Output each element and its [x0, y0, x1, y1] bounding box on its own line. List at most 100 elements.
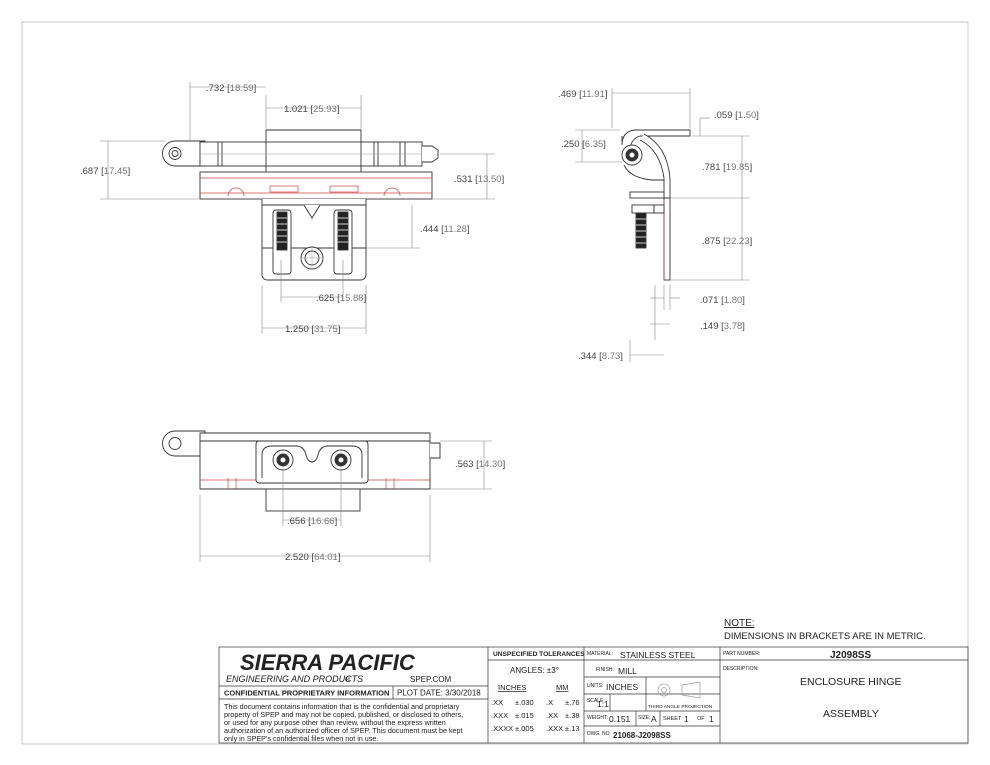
- company-website: SPEP.COM: [410, 675, 452, 684]
- dimension-inches: .344: [578, 351, 597, 362]
- bottom-view-dimension-labels: .563 [14.30] .656 [16.66] 2.520 [64.01]: [285, 459, 505, 563]
- top-view-dimension-labels: .732 [18.59] 1.021 [25.93] .687 [17.45] …: [80, 83, 504, 335]
- dimension-inches: .563: [455, 459, 474, 470]
- side-view: [621, 129, 691, 281]
- material-label: MATERIAL:: [587, 651, 613, 657]
- bottom-view-dimension-lines: [199, 440, 492, 562]
- scale-value: 1:1: [597, 699, 609, 709]
- sheet-value: 1: [684, 714, 689, 724]
- description-label: DESCRIPTION:: [723, 666, 759, 672]
- dimension-label: .875 [22.23]: [702, 236, 752, 247]
- dimension-label: .444 [11.28]: [420, 224, 470, 235]
- confidential-heading: CONFIDENTIAL PROPRIETARY INFORMATION: [224, 689, 389, 698]
- side-view-dimension-lines: [575, 88, 750, 362]
- confidential-line: authorization of an authorized officer o…: [224, 726, 463, 735]
- dimension-mm: 19.85: [726, 162, 750, 173]
- dimension-mm: 11.28: [444, 224, 467, 235]
- dimension-label: .687 [17.45]: [80, 166, 130, 177]
- units-value: INCHES: [606, 682, 638, 692]
- units-label: UNITS:: [587, 683, 603, 689]
- dimension-mm: 1.50: [738, 110, 757, 121]
- tolerance-row: .XXXX±.005.XXX±.13: [491, 724, 580, 733]
- dimension-mm: 22.23: [726, 236, 750, 247]
- dimension-inches: .656: [287, 516, 306, 527]
- sheet-total: 1: [709, 714, 714, 724]
- finish-label: FINISH:: [596, 667, 614, 673]
- dimension-inches: .444: [420, 224, 439, 235]
- dimension-mm: 16.66: [311, 516, 335, 527]
- top-view-dimension-lines: [100, 82, 495, 334]
- size-label: SIZE:: [638, 715, 651, 721]
- dwg-label: DWG. NO.: [587, 731, 611, 737]
- dimension-mm: 17.45: [104, 166, 128, 177]
- projection-label: THIRD ANGLE PROJECTION: [648, 704, 713, 710]
- dimension-inches: .531: [454, 174, 473, 185]
- top-view-eyelet: [162, 140, 206, 167]
- dimension-mm: 3.78: [724, 321, 743, 332]
- of-label: OF: [697, 716, 705, 722]
- weight-value: 0.151: [609, 714, 631, 724]
- title-block: [218, 646, 969, 744]
- confidential-line: property of SPEP and may not be copied, …: [224, 710, 463, 719]
- dimension-label: 1.021 [25.93]: [284, 104, 339, 115]
- dimension-mm: 14.30: [479, 459, 503, 470]
- confidential-line: only in SPEP's confidential files when n…: [224, 734, 378, 743]
- plot-date: PLOT DATE: 3/30/2018: [397, 689, 481, 698]
- dimension-inches: .732: [206, 83, 225, 94]
- dimension-label: .656 [16.66]: [287, 516, 337, 527]
- dimension-label: .344 [8.73]: [578, 351, 623, 362]
- dimension-mm: 11.91: [582, 89, 605, 100]
- dimension-label: .469 [11.91]: [558, 89, 608, 100]
- dwg-number: 21068-J2098SS: [613, 731, 671, 740]
- dimension-inches: 1.250: [285, 324, 309, 335]
- top-view-screw-left: [276, 211, 288, 251]
- dimension-label: .531 [13.50]: [454, 174, 504, 185]
- dimension-mm: 13.50: [478, 174, 502, 185]
- dimension-label: 1.250 [31.75]: [285, 324, 340, 335]
- material-value: STAINLESS STEEL: [620, 650, 696, 660]
- dimension-label: .059 [1.50]: [714, 110, 759, 121]
- tolerances-mm-label: MM: [556, 683, 569, 692]
- confidential-line: or used for any purpose other than revie…: [224, 718, 446, 727]
- dimension-mm: 25.93: [313, 104, 337, 115]
- dimension-label: .149 [3.78]: [700, 321, 745, 332]
- dimension-mm: 31.75: [314, 324, 338, 335]
- top-view: [162, 129, 439, 281]
- side-view-screw: [631, 204, 655, 249]
- tolerance-row: .XX±.030.X±.76: [491, 698, 580, 707]
- side-view-dimension-labels: .469 [11.91] .059 [1.50] .250 [6.35] .78…: [558, 89, 759, 362]
- dimension-inches: .250: [561, 139, 580, 150]
- note: NOTE: DIMENSIONS IN BRACKETS ARE IN METR…: [724, 618, 926, 642]
- dimension-inches: .687: [80, 166, 99, 177]
- scale-label: SCALE:: [587, 698, 605, 704]
- dimension-label: .781 [19.85]: [702, 162, 752, 173]
- dimension-label: .250 [6.35]: [561, 139, 606, 150]
- description-line-2: ASSEMBLY: [823, 708, 879, 720]
- dimension-mm: 1.80: [724, 295, 743, 306]
- dimension-inches: 2.520: [285, 552, 309, 563]
- part-number-label: PART NUMBER:: [723, 651, 760, 657]
- dimension-inches: 1.021: [284, 104, 308, 115]
- dimension-label: .563 [14.30]: [455, 459, 505, 470]
- sheet-label: SHEET: [663, 716, 682, 722]
- dimension-label: .071 [1.80]: [700, 295, 745, 306]
- bottom-view: [162, 430, 441, 512]
- finish-value: MILL: [618, 666, 637, 676]
- dimension-inches: .071: [700, 295, 719, 306]
- title-block-text: SIERRA PACIFIC ENGINEERING AND PRODUCTS …: [224, 650, 902, 743]
- confidential-line: This document contains information that …: [224, 702, 460, 711]
- dimension-mm: 18.59: [230, 83, 254, 94]
- sheet-border: [21, 21, 969, 745]
- tolerances-heading: UNSPECIFIED TOLERANCES: [493, 651, 585, 658]
- top-view-screw-right: [337, 211, 349, 251]
- dimension-label: .732 [18.59]: [206, 83, 256, 94]
- size-value: A: [651, 714, 657, 724]
- dimension-inches: .149: [700, 321, 719, 332]
- weight-label: WEIGHT:: [587, 715, 608, 721]
- dimension-inches: .875: [702, 236, 721, 247]
- dimension-mm: 15.88: [340, 293, 364, 304]
- company-name: SIERRA PACIFIC: [240, 650, 416, 675]
- part-number: J2098SS: [830, 650, 871, 661]
- note-text: DIMENSIONS IN BRACKETS ARE IN METRIC.: [724, 631, 926, 642]
